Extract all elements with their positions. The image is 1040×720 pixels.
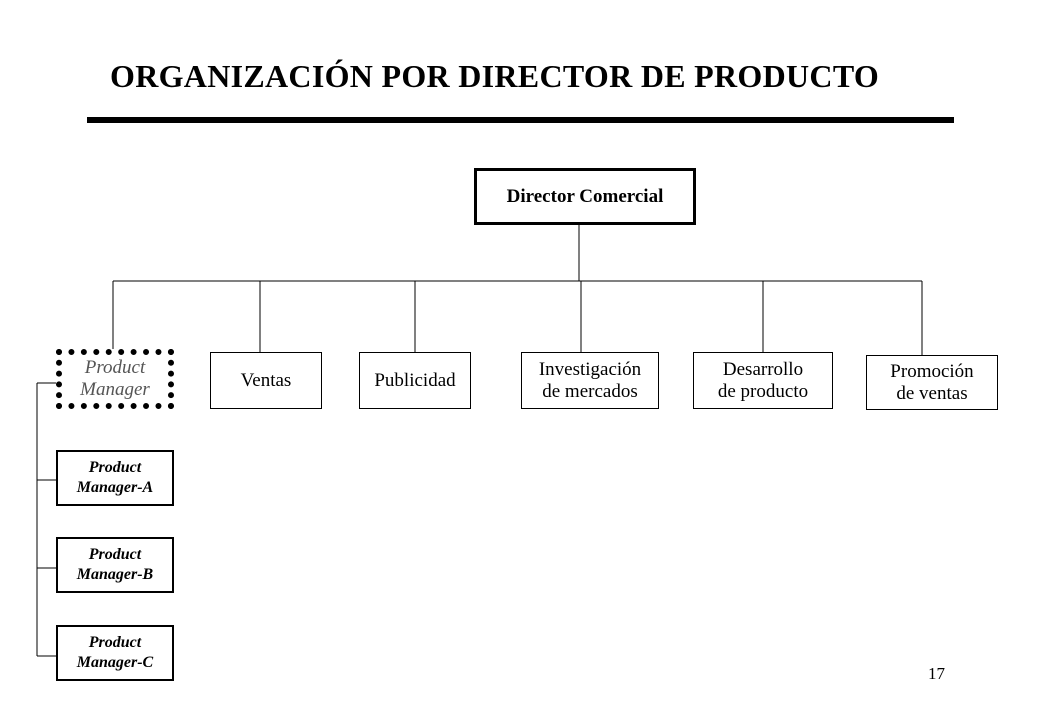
product-manager-c-label: Product Manager-C [76, 634, 154, 671]
product-manager-b-box: Product Manager-B [56, 537, 174, 593]
promocion-label: Promoción de ventas [890, 360, 974, 404]
publicidad-label: Publicidad [374, 369, 456, 391]
desarrollo-label: Desarrollo de producto [717, 358, 809, 402]
publicidad-box: Publicidad [359, 352, 471, 409]
investigacion-box: Investigación de mercados [521, 352, 659, 409]
promocion-box: Promoción de ventas [866, 355, 998, 410]
investigacion-label: Investigación de mercados [538, 358, 642, 402]
desarrollo-box: Desarrollo de producto [693, 352, 833, 409]
page-number: 17 [928, 664, 945, 683]
title-underline [87, 117, 954, 123]
product-manager-a-box: Product Manager-A [56, 450, 174, 506]
director-label: Director Comercial [506, 185, 664, 207]
ventas-box: Ventas [210, 352, 322, 409]
product-manager-label: Product Manager [80, 357, 150, 400]
slide-title: ORGANIZACIÓN POR DIRECTOR DE PRODUCTO [110, 58, 880, 94]
ventas-label: Ventas [240, 369, 292, 391]
product-manager-b-label: Product Manager-B [76, 546, 154, 583]
product-manager-c-box: Product Manager-C [56, 625, 174, 681]
director-comercial-box: Director Comercial [474, 168, 696, 225]
product-manager-box: Product Manager [56, 349, 174, 409]
product-manager-a-label: Product Manager-A [76, 459, 154, 496]
